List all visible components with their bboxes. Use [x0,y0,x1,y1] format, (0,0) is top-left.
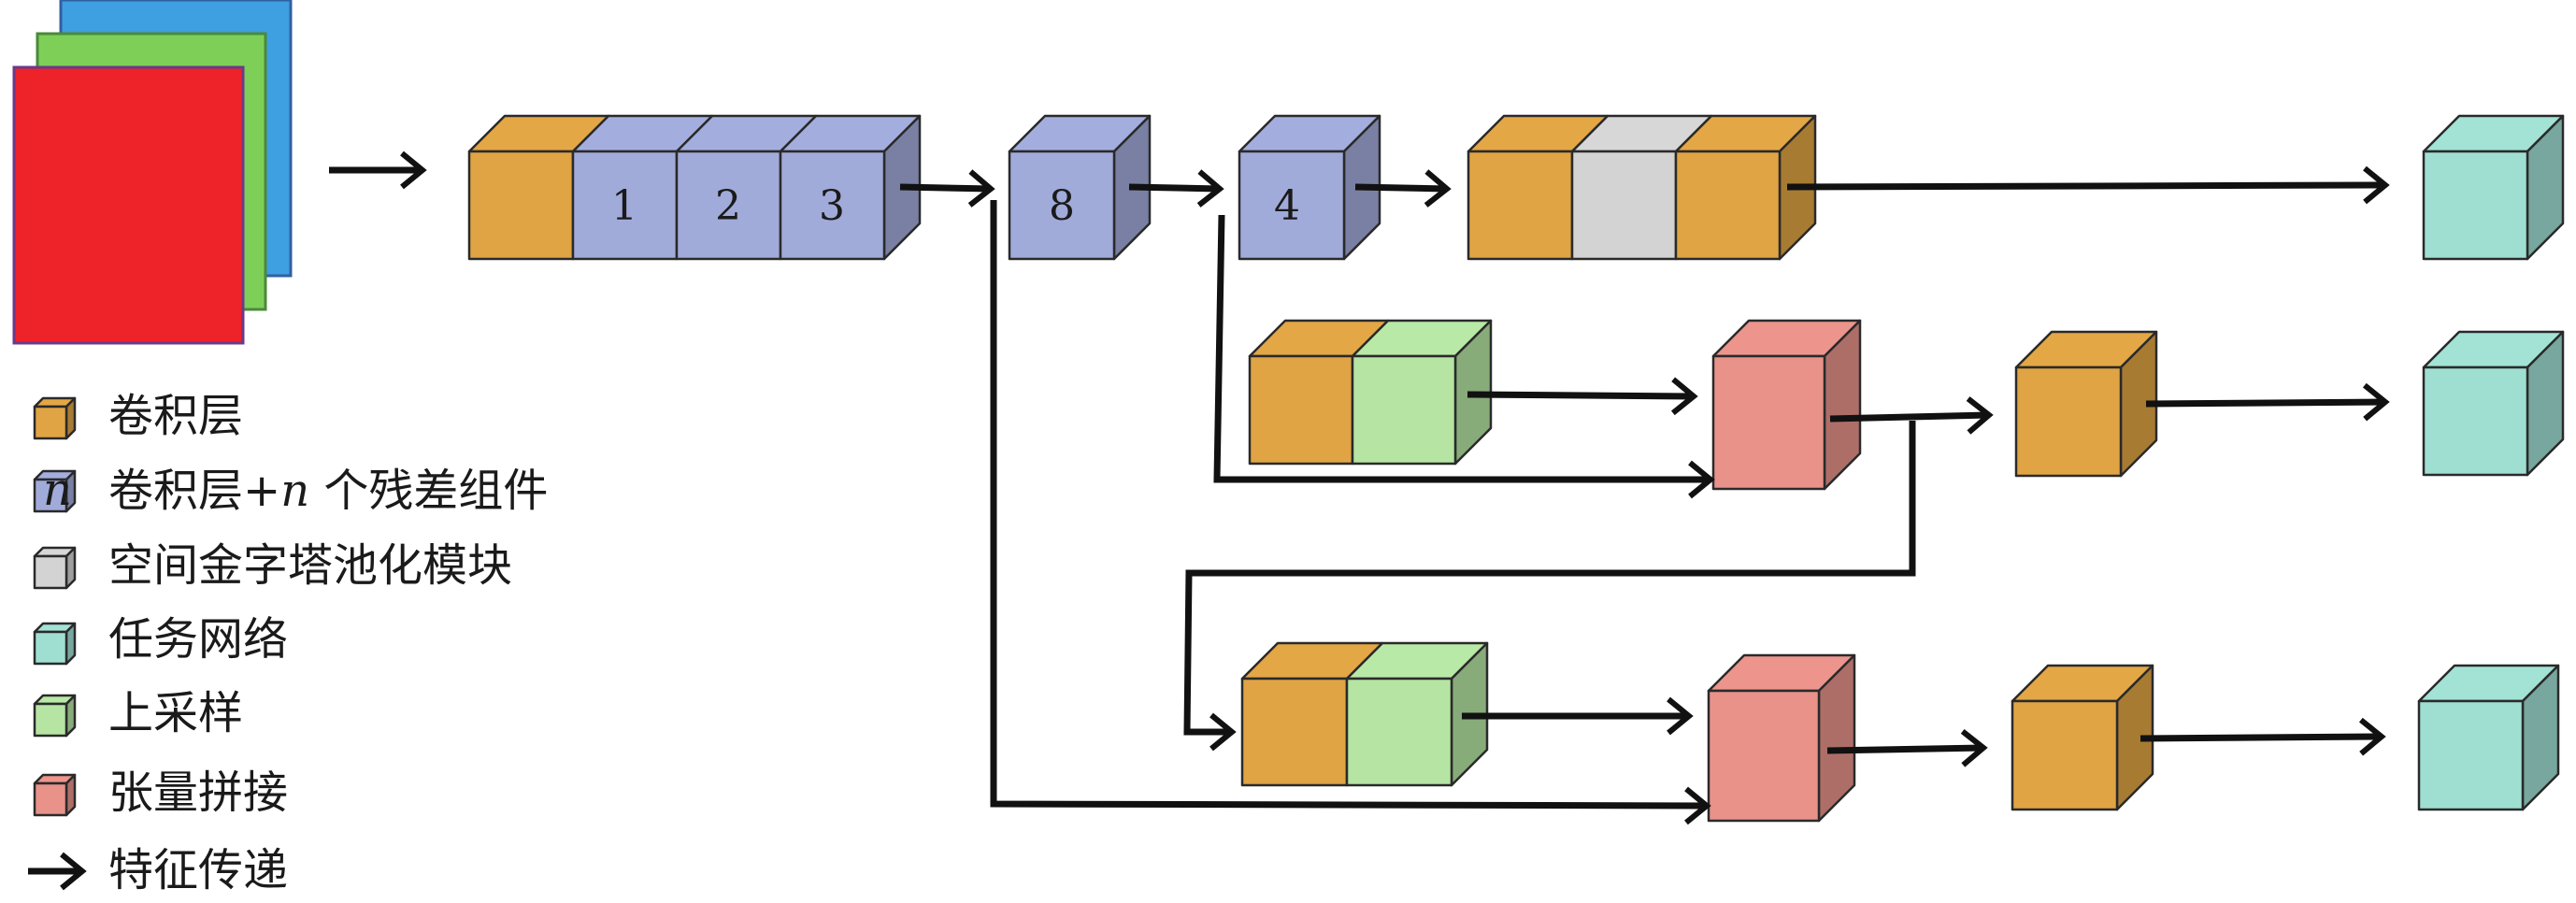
legend-icon-task [33,622,77,666]
conv-block-1-front-0 [2014,366,2123,478]
backbone-conv-res-blocks [467,114,922,261]
legend-icon-conv-front-0 [33,405,68,440]
arrow-res8-skip-to-concat2 [990,200,1711,825]
task-network-3-front-0 [2417,699,2525,811]
concat-block-2 [1707,653,1856,823]
arrow-res8-to-res4 [1128,169,1224,208]
conv-block-1 [2014,330,2158,478]
legend-label-arrow: 特征传递 [108,844,288,896]
residual-block-label-8: 8 [1049,182,1075,230]
legend-icon-upsample-side [64,694,77,738]
legend-label-spp: 空间金字塔池化模块 [108,539,512,592]
legend-icon-conv [33,396,77,440]
legend-icon-task-front-0 [33,630,68,666]
backbone-conv-res-blocks-front-0 [467,150,575,261]
legend-icon-task-side [64,622,77,666]
legend-icon-residual [33,469,77,513]
task-network-2 [2422,330,2565,477]
arrow-res3-to-res8 [899,169,995,208]
arrow-concat1-to-conv1 [1829,396,1994,435]
legend-icon-concat-front-0 [33,781,68,817]
arrow-spp-to-task1 [1786,165,2390,205]
spp-block-front-1 [1570,150,1678,261]
legend-label-residual-var: n [280,465,309,517]
legend-icon-concat-side [64,773,77,817]
residual-block-4-front-0 [1238,150,1346,261]
spp-block-front-2 [1674,150,1782,261]
conv-block-2-front-0 [2011,699,2119,811]
legend-icon-residual-front-0 [33,478,68,513]
conv-upsample-2 [1240,641,1489,787]
arrow-concat1-branch-to-up2 [1183,421,1916,752]
task-network-3 [2417,664,2560,811]
legend-label-upsample: 上采样 [108,687,243,739]
arrow-conv2-to-task3 [2140,717,2386,756]
legend-icon-upsample [33,694,77,738]
arrow-conv1-to-task2 [2145,382,2390,422]
legend-label-conv: 卷积层 [108,390,243,442]
task-network-1-front-0 [2422,150,2529,261]
feature-flow-arrows [329,150,2390,825]
legend: n 卷积层 卷积层+n 个残差组件 空间金字塔池化模块 任务网络 上采样 张量拼… [28,390,548,896]
concat-block-1-front-0 [1711,354,1826,491]
input-channel-red [12,65,245,345]
spp-block-front-0 [1467,150,1574,261]
task-network-1 [2422,114,2565,261]
conv-upsample-1-front-0 [1248,354,1354,466]
backbone-conv-res-blocks-front-3 [779,150,886,261]
conv-upsample-2-front-1 [1345,677,1453,787]
concat-block-1 [1711,319,1862,491]
conv-upsample-1 [1248,319,1493,466]
arrow-res4-to-spp [1354,169,1452,208]
arrow-res4-skip-to-concat1 [1213,214,1715,499]
spp-block [1467,114,1817,261]
legend-icon-concat [33,773,77,817]
legend-icon-conv-side [64,396,77,440]
legend-icons [33,396,77,817]
legend-label-residual-prefix: 卷积层+ [108,465,280,517]
arrow-up1-to-concat1 [1467,377,1698,416]
legend-icon-spp-front-0 [33,554,68,590]
residual-block-8-front-0 [1008,150,1116,261]
conv-block-2 [2011,664,2154,811]
conv-upsample-1-front-1 [1351,354,1457,466]
legend-label-concat: 张量拼接 [108,767,288,819]
legend-label-residual-suffix: 个残差组件 [309,465,548,517]
legend-label-residual: 卷积层+n 个残差组件 [108,465,548,517]
legend-icon-upsample-front-0 [33,702,68,738]
residual-block-label-2: 2 [715,182,741,230]
residual-block-label-1: 1 [611,182,637,230]
residual-block-label-4: 4 [1274,182,1300,230]
legend-icon-residual-text: n [43,464,72,516]
residual-block-8 [1008,114,1152,261]
concat-block-2-front-0 [1707,689,1821,823]
conv-upsample-2-front-0 [1240,677,1349,787]
residual-block-label-3: 3 [819,182,845,230]
cube-blocks [467,114,2565,823]
legend-icon-spp-side [64,546,77,590]
legend-icon-spp [33,546,77,590]
residual-block-4 [1238,114,1381,261]
legend-label-task: 任务网络 [108,613,288,666]
task-network-2-front-0 [2422,366,2529,477]
input-image-stack [12,0,293,345]
arrow-concat2-to-conv2 [1826,729,1988,767]
